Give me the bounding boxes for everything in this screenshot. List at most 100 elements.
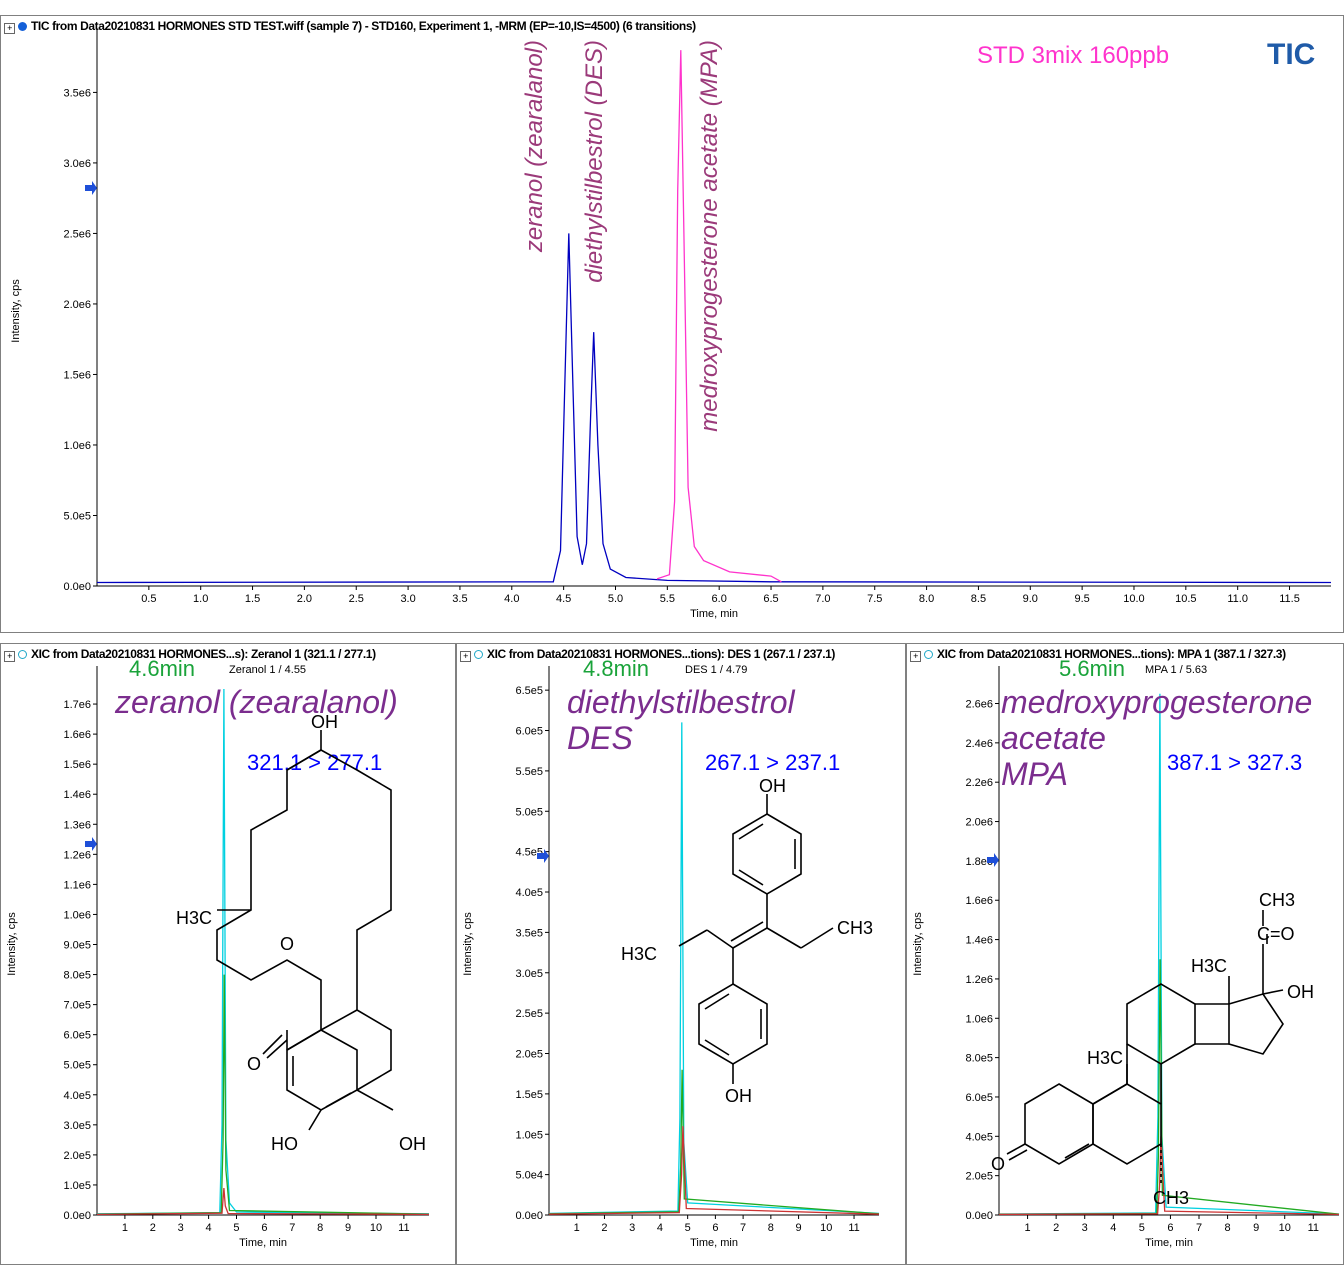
expand-icon[interactable]: +	[460, 651, 471, 662]
compound-name-line: MPA	[1001, 756, 1068, 792]
y-tick-label: 8.0e5	[63, 970, 91, 982]
x-tick-label: 2	[601, 1222, 607, 1234]
y-tick-label: 1.5e6	[63, 369, 91, 381]
chem-label: CH3	[1259, 890, 1295, 910]
xic-dot-icon	[924, 650, 933, 659]
chem-label: OH	[759, 776, 786, 796]
x-tick-label: 1.5	[245, 593, 260, 605]
xic-dot-icon	[18, 650, 27, 659]
y-tick-label: 1.6e6	[965, 895, 993, 907]
xic-title: XIC from Data20210831 HORMONES...s): Zer…	[31, 647, 376, 661]
peak-label: diethylstilbestrol (DES)	[581, 40, 608, 283]
y-tick-label: 0.0e0	[515, 1210, 543, 1222]
y-tick-label: 1.0e6	[965, 1013, 993, 1025]
y-tick-label: 5.0e4	[515, 1170, 543, 1182]
tic-panel: + TIC from Data20210831 HORMONES STD TEST…	[0, 15, 1344, 633]
transition-label: 387.1 > 327.3	[1167, 750, 1303, 775]
y-tick-label: 5.0e5	[63, 510, 91, 522]
expand-icon[interactable]: +	[4, 651, 15, 662]
x-axis-label: Time, min	[239, 1237, 287, 1249]
y-tick-label: 1.4e6	[965, 935, 993, 947]
compound-name: medroxyprogesterone acetate MPA	[1001, 684, 1312, 792]
y-tick-label: 1.3e6	[63, 819, 91, 831]
zeranol-structure: OH H3C O O HO OH	[176, 712, 426, 1154]
x-tick-label: 4	[206, 1222, 212, 1234]
xic-title-bar: + XIC from Data20210831 HORMONES...tions)…	[457, 644, 905, 664]
x-axis-label: Time, min	[690, 608, 738, 620]
x-tick-label: 8.0	[919, 593, 934, 605]
expand-icon[interactable]: +	[4, 23, 15, 34]
x-tick-label: 4	[1110, 1222, 1116, 1234]
compound-name-line: DES	[567, 720, 633, 756]
xic-dot-icon	[474, 650, 483, 659]
x-tick-label: 6.0	[712, 593, 727, 605]
retention-time-label: 5.6min	[1059, 656, 1126, 681]
xic-title: XIC from Data20210831 HORMONES...tions):…	[487, 647, 836, 661]
x-tick-label: 6	[261, 1222, 267, 1234]
y-tick-label: 1.8e6	[965, 856, 993, 868]
y-tick-label: 6.0e5	[965, 1092, 993, 1104]
x-tick-label: 7.5	[867, 593, 882, 605]
y-tick-label: 2.5e5	[515, 1008, 543, 1020]
chem-label: CH3	[1153, 1188, 1189, 1208]
x-tick-label: 4	[657, 1222, 663, 1234]
x-tick-label: 6	[1167, 1222, 1173, 1234]
zeranol-chart: 0.0e01.0e52.0e53.0e54.0e55.0e56.0e57.0e5…	[6, 666, 430, 1249]
y-tick-label: 1.0e6	[63, 909, 91, 921]
x-tick-label: 3	[178, 1222, 184, 1234]
x-tick-label: 4.5	[556, 593, 571, 605]
peak-label: zeranol (zearalanol)	[521, 40, 548, 253]
y-tick-label: 1.7e6	[63, 699, 91, 711]
y-tick-label: 1.2e6	[63, 849, 91, 861]
x-tick-label: 9	[1253, 1222, 1259, 1234]
chem-label: O	[280, 934, 294, 954]
x-tick-label: 1	[1025, 1222, 1031, 1234]
y-axis-label: Intensity, cps	[10, 279, 22, 343]
chem-label: O	[247, 1054, 261, 1074]
transition-label: 267.1 > 237.1	[705, 750, 841, 775]
x-tick-label: 5	[685, 1222, 691, 1234]
y-tick-label: 2.5e6	[63, 228, 91, 240]
xic-panel-zeranol: + XIC from Data20210831 HORMONES...s): Ze…	[0, 643, 456, 1265]
x-tick-label: 9.5	[1074, 593, 1089, 605]
mpa-chart: 0.0e02.0e54.0e56.0e58.0e51.0e61.2e61.4e6…	[912, 666, 1340, 1249]
x-tick-label: 7	[740, 1222, 746, 1234]
x-axis-label: Time, min	[1145, 1237, 1193, 1249]
x-tick-label: 0.5	[141, 593, 156, 605]
x-tick-label: 4.0	[504, 593, 519, 605]
x-tick-label: 5	[1139, 1222, 1145, 1234]
y-tick-label: 3.0e5	[63, 1120, 91, 1132]
x-tick-label: 8	[1225, 1222, 1231, 1234]
y-tick-label: 2.0e6	[63, 299, 91, 311]
x-tick-label: 5.5	[660, 593, 675, 605]
x-tick-label: 11.0	[1227, 593, 1248, 605]
y-tick-label: 5.0e5	[63, 1060, 91, 1072]
retention-time-label: 4.6min	[129, 656, 196, 681]
y-tick-label: 2.0e5	[63, 1150, 91, 1162]
y-tick-label: 1.4e6	[63, 789, 91, 801]
des-chart: 0.0e05.0e41.0e51.5e52.0e52.5e53.0e53.5e5…	[462, 666, 880, 1249]
tic-title: TIC from Data20210831 HORMONES STD TEST.…	[31, 19, 696, 33]
x-tick-label: 9	[796, 1222, 802, 1234]
x-tick-label: 10.0	[1123, 593, 1144, 605]
tic-dot-icon	[18, 22, 27, 31]
x-tick-label: 3	[1082, 1222, 1088, 1234]
tic-label: TIC	[1267, 38, 1316, 71]
y-tick-label: 4.0e5	[965, 1131, 993, 1143]
threshold-arrow-icon	[537, 849, 549, 863]
x-tick-label: 8.5	[971, 593, 986, 605]
y-tick-label: 1.0e5	[515, 1129, 543, 1141]
x-tick-label: 1	[574, 1222, 580, 1234]
y-tick-label: 6.0e5	[63, 1030, 91, 1042]
chem-label: H3C	[176, 908, 212, 928]
expand-icon[interactable]: +	[910, 651, 921, 662]
series-line	[96, 233, 1332, 584]
chem-label: OH	[311, 712, 338, 732]
x-tick-label: 9	[345, 1222, 351, 1234]
chem-label: H3C	[621, 944, 657, 964]
y-tick-label: 4.5e5	[515, 847, 543, 859]
peak-label: medroxyprogesterone acetate (MPA)	[696, 40, 723, 432]
x-tick-label: 7	[289, 1222, 295, 1234]
y-tick-label: 6.0e5	[515, 726, 543, 738]
x-tick-label: 5.0	[608, 593, 623, 605]
